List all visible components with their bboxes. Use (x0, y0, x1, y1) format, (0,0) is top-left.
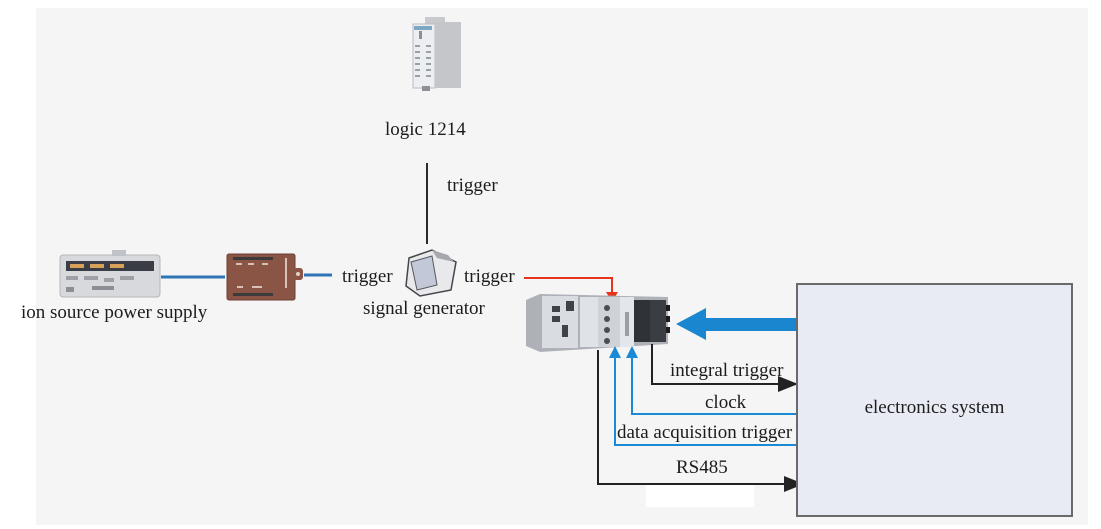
siggen-output-trigger-label: trigger (464, 266, 515, 287)
rs485-label: RS485 (676, 457, 728, 478)
electronics-system-box: electronics system (796, 283, 1073, 517)
interface-module-icon (226, 253, 303, 301)
signal-generator-icon (405, 249, 457, 297)
daq-trigger-connector (614, 356, 796, 446)
logic-module-icon (412, 17, 461, 91)
data-flow-arrow (676, 308, 796, 340)
daq-chassis-icon (526, 294, 670, 352)
clock-label: clock (705, 392, 747, 413)
power-supply-label: ion source power supply (21, 302, 208, 323)
integral-trigger-connector (651, 344, 798, 392)
red-trigger-connector (524, 277, 613, 296)
daq-trigger-label: data acquisition trigger (617, 422, 793, 443)
clock-connector (631, 356, 796, 415)
integral-trigger-label: integral trigger (670, 360, 784, 381)
signal-generator-label: signal generator (363, 298, 485, 319)
logic-module-label: logic 1214 (385, 119, 466, 140)
blank-patch (646, 485, 754, 507)
power-supply-icon (59, 250, 161, 298)
rs485-connector (597, 350, 804, 492)
logic-trigger-label: trigger (447, 175, 498, 196)
siggen-input-trigger-label: trigger (342, 266, 393, 287)
electronics-system-label: electronics system (864, 397, 1005, 418)
